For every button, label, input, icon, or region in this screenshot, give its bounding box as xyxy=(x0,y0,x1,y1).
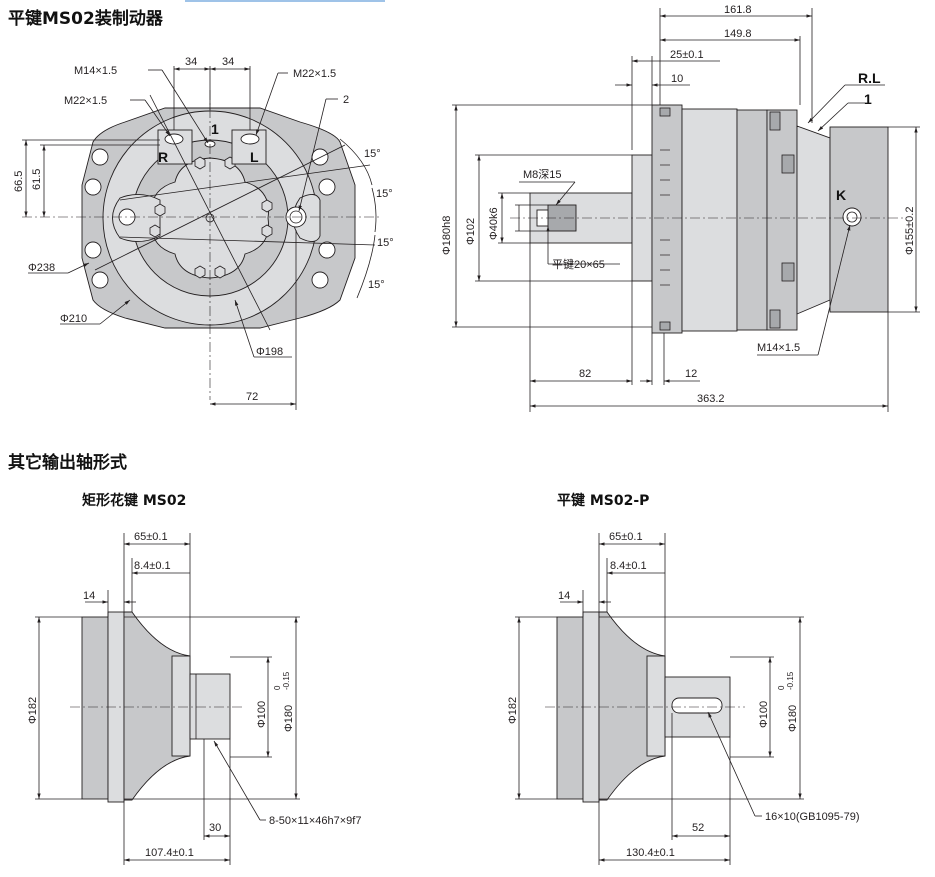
port-R-label: R xyxy=(158,149,168,165)
port-L-hole xyxy=(240,133,260,145)
flange-bolts xyxy=(659,107,795,331)
spline-flange-1 xyxy=(81,616,109,800)
side-view: K 161.8 149.8 25±0.1 10 R.L 1 Φ180h8 Φ10… xyxy=(441,4,920,412)
dia-180h8: Φ180h8 xyxy=(441,216,453,255)
k-port xyxy=(842,207,862,227)
label-1: 1 xyxy=(864,91,872,107)
dia-210-label: Φ210 xyxy=(60,313,87,325)
key-spec-label: 16×10(GB1095-79) xyxy=(765,811,859,823)
dim-34-left: 34 xyxy=(185,56,197,68)
front-view: R L 1 34 34 M14×1.5 M22×1.5 M22×1.5 2 xyxy=(13,56,394,410)
dim-12: 12 xyxy=(685,368,697,380)
key-flange-1 xyxy=(556,616,584,800)
angle-15-1: 15° xyxy=(364,148,381,160)
dim-72: 72 xyxy=(246,391,258,403)
spline-dim-65: 65±0.1 xyxy=(134,531,168,543)
rear-plate xyxy=(766,109,798,331)
port-m22-right-label: M22×1.5 xyxy=(293,68,336,80)
main-title: 平键MS02装制动器 xyxy=(8,8,164,29)
key-neck xyxy=(646,655,666,757)
label-RL: R.L xyxy=(858,70,881,86)
port-m14-label-side: M14×1.5 xyxy=(757,342,800,354)
spline-dia-180: Φ180 xyxy=(283,705,295,732)
motor-body xyxy=(681,108,738,332)
key-dia-100: Φ100 xyxy=(758,701,770,728)
spline-dia-100: Φ100 xyxy=(256,701,268,728)
key-dim-8-4: 8.4±0.1 xyxy=(610,560,647,572)
key-view-title: 平键 MS02-P xyxy=(557,492,649,509)
dim-161-8: 161.8 xyxy=(724,4,752,16)
angle-15-3: 15° xyxy=(377,237,394,249)
port-m22-left-label: M22×1.5 xyxy=(64,95,107,107)
tap-m8-label: M8深15 xyxy=(523,168,562,181)
mounting-holes xyxy=(84,148,336,289)
distributor xyxy=(736,109,768,331)
dia-155: Φ155±0.2 xyxy=(904,207,916,255)
dia-198-label: Φ198 xyxy=(256,346,283,358)
key-slot xyxy=(671,697,723,714)
spline-view: 矩形花键 MS02 65±0.1 8.4±0.1 14 Φ182 Φ100 Φ1… xyxy=(27,492,361,865)
mount-flange xyxy=(651,104,683,334)
section-title: 其它输出轴形式 xyxy=(8,452,127,473)
key-tol-upper: 0 xyxy=(777,685,786,690)
angle-15-4: 15° xyxy=(368,279,385,291)
left-ear xyxy=(112,194,161,242)
port-K-label: K xyxy=(836,187,846,203)
dim-25: 25±0.1 xyxy=(670,49,704,61)
taper xyxy=(796,125,831,315)
key-view: 平键 MS02-P 65±0.1 8.4±0.1 14 Φ182 Φ100 Φ1… xyxy=(507,492,859,865)
key-label: 平键20×65 xyxy=(552,257,605,271)
spline-dim-107-4: 107.4±0.1 xyxy=(145,847,194,859)
port-R-hole xyxy=(164,133,184,145)
key-dia-182: Φ182 xyxy=(507,697,519,724)
dia-40k6: Φ40k6 xyxy=(488,207,500,240)
spline-dim-8-4: 8.4±0.1 xyxy=(134,560,171,572)
dim-10: 10 xyxy=(671,73,683,85)
dia-238-label: Φ238 xyxy=(28,262,55,274)
key-dim-14: 14 xyxy=(558,590,570,602)
port-1-label: 1 xyxy=(211,121,219,137)
spline-dim-14: 14 xyxy=(83,590,95,602)
spline-neck xyxy=(171,655,191,757)
top-accent-line xyxy=(185,0,385,2)
dia-102: Φ102 xyxy=(465,218,477,245)
spline-dim-30: 30 xyxy=(209,822,221,834)
spline-view-title: 矩形花键 MS02 xyxy=(82,492,186,509)
port-L-label: L xyxy=(250,149,259,165)
key-dia-180: Φ180 xyxy=(787,705,799,732)
item-2-label: 2 xyxy=(343,94,349,106)
dim-363-2: 363.2 xyxy=(697,393,725,405)
port-m14-label: M14×1.5 xyxy=(74,65,117,77)
dim-61-5: 61.5 xyxy=(31,169,43,190)
dim-149-8: 149.8 xyxy=(724,28,752,40)
key-dim-65: 65±0.1 xyxy=(609,531,643,543)
spline-tol-upper: 0 xyxy=(273,685,282,690)
spline-tol-lower: -0.15 xyxy=(282,671,291,690)
dim-82: 82 xyxy=(579,368,591,380)
rotor-bolts xyxy=(149,156,273,279)
spline-shaft xyxy=(189,673,231,740)
key-tol-lower: -0.15 xyxy=(786,671,795,690)
spline-dia-182: Φ182 xyxy=(27,697,39,724)
brake-housing xyxy=(829,126,889,313)
angle-15-2: 15° xyxy=(376,188,393,200)
dim-34-right: 34 xyxy=(222,56,234,68)
spline-spec-label: 8-50×11×46h7×9f7 xyxy=(269,815,361,827)
key-dim-130-4: 130.4±0.1 xyxy=(626,847,675,859)
dim-66-5: 66.5 xyxy=(13,171,25,192)
key-dim-52: 52 xyxy=(692,822,704,834)
hatch-ticks xyxy=(660,149,670,286)
